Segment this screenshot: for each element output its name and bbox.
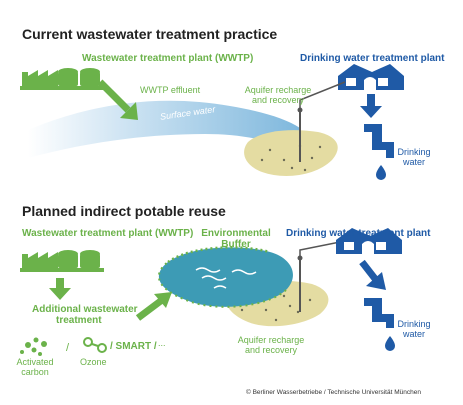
- wwtp-label-top: Wastewater treatment plant (WWTP): [82, 53, 254, 64]
- dwtp-diagonal-arrow: [359, 259, 386, 290]
- activated-carbon-label: Activated carbon: [16, 357, 54, 377]
- tap-icon: [364, 124, 394, 158]
- smart-label: / SMART /: [110, 341, 157, 352]
- treated-effluent-arrow: [135, 292, 172, 321]
- aquifer-label-bottom: Aquifer recharge and recovery: [237, 335, 305, 355]
- dwtp-plant-icon: [336, 228, 402, 254]
- ozone-label: Ozone: [80, 357, 107, 367]
- additional-treatment-label: Additional wastewater treatment: [32, 304, 138, 326]
- aquifer-label-top: Aquifer recharge and recovery: [244, 85, 312, 105]
- lake-ripples: [195, 267, 257, 289]
- effluent-label: WWTP effluent: [140, 85, 201, 95]
- wwtp-down-arrow: [49, 278, 71, 300]
- dwtp-label-top: Drinking water treatment plant: [300, 53, 445, 64]
- tap-icon: [364, 298, 394, 328]
- planned-reuse-title: Planned indirect potable reuse: [22, 203, 226, 219]
- recovery-pipe: [299, 81, 346, 110]
- dwtp-plant-icon: [338, 64, 404, 90]
- ozone-icon: [83, 337, 107, 353]
- water-drop-icon: [385, 336, 395, 351]
- water-drop-icon: [376, 165, 386, 180]
- drinking-water-label-bottom: Drinking water: [397, 319, 431, 339]
- more-options-ellipsis: ...: [158, 338, 166, 348]
- activated-carbon-icon: [20, 337, 47, 356]
- wwtp-label-bottom: Wastewater treatment plant (WWTP): [22, 228, 194, 239]
- surface-water-stream: [28, 100, 300, 158]
- wwtp-plant-icon: [20, 68, 104, 90]
- environmental-buffer-label: Environmental Buffer: [201, 228, 271, 250]
- drinking-water-label-top: Drinking water: [397, 147, 431, 167]
- environmental-buffer-lake: [158, 247, 293, 307]
- aquifer-basin-top: [244, 130, 338, 176]
- copyright-notice: © Berliner Wasserbetriebe / Technische U…: [246, 389, 421, 396]
- option-separator: /: [66, 342, 70, 354]
- current-practice-title: Current wastewater treatment practice: [22, 26, 278, 42]
- dwtp-label-bottom: Drinking water treatment plant: [286, 228, 431, 239]
- wwtp-plant-icon: [20, 250, 104, 272]
- effluent-arrow: [97, 79, 138, 120]
- dwtp-down-arrow: [360, 94, 382, 118]
